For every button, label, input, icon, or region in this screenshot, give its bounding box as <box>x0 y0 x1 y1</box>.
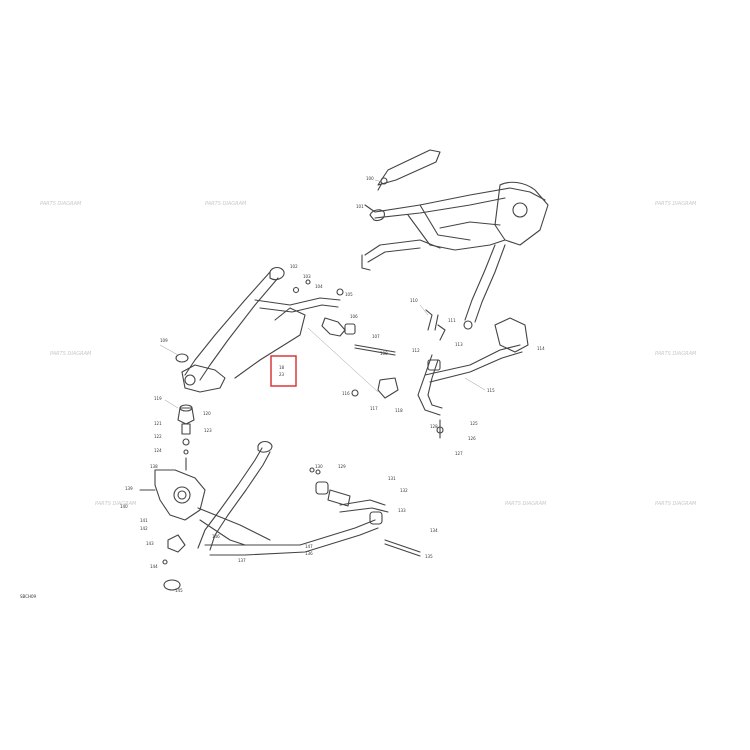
callout-label: 106 <box>350 314 358 319</box>
callout-label: 140 <box>120 504 128 509</box>
ball-joint-part <box>177 404 195 471</box>
callout-label: 116 <box>342 391 350 396</box>
sway-bar-part <box>417 309 529 439</box>
callout-label: 138 <box>150 464 158 469</box>
watermark: PARTS DIAGRAM <box>505 501 547 507</box>
callout-label: 144 <box>150 564 158 569</box>
callout-label: 119 <box>154 396 162 401</box>
callout-label: 115 <box>487 388 495 393</box>
watermark: PARTS DIAGRAM <box>655 201 697 207</box>
watermark: PARTS DIAGRAM <box>40 201 82 207</box>
highlight-box <box>270 355 297 387</box>
highlight-label-1: 18 <box>279 365 285 370</box>
lower-a-arm-part <box>197 440 421 557</box>
callout-label: 111 <box>448 318 456 323</box>
highlight-group: 18 23 <box>270 355 297 387</box>
callout-group: 100 101 102 103 104 105 106 107 108 109 … <box>120 176 545 593</box>
callout-label: 128 <box>430 424 438 429</box>
callout-label: 126 <box>468 436 476 441</box>
callout-label: 110 <box>410 298 418 303</box>
upper-a-arm-part <box>175 266 341 393</box>
watermark: PARTS DIAGRAM <box>655 351 697 357</box>
callout-label: 104 <box>315 284 323 289</box>
callout-label: 134 <box>430 528 438 533</box>
callout-label: 121 <box>154 421 162 426</box>
callout-label: 118 <box>395 408 403 413</box>
watermark-group: PARTS DIAGRAM PARTS DIAGRAM PARTS DIAGRA… <box>40 201 697 507</box>
callout-label: 147 <box>305 544 313 549</box>
callout-label: 142 <box>140 526 148 531</box>
callout-label: 145 <box>175 588 183 593</box>
callout-label: 123 <box>204 428 212 433</box>
callout-label: 125 <box>470 421 478 426</box>
callout-label: 136 <box>305 551 313 556</box>
callout-label: 132 <box>400 488 408 493</box>
callout-label: 127 <box>455 451 463 456</box>
leader-lines <box>159 179 486 409</box>
callout-label: 103 <box>303 274 311 279</box>
callout-label: 124 <box>154 448 162 453</box>
callout-label: 133 <box>398 508 406 513</box>
callout-label: 101 <box>356 204 364 209</box>
callout-label: 120 <box>203 411 211 416</box>
rear-frame-part <box>361 181 549 330</box>
lower-bushings-part <box>309 467 351 507</box>
callout-label: 117 <box>370 406 378 411</box>
callout-label: 107 <box>372 334 380 339</box>
highlight-label-2: 23 <box>279 372 285 377</box>
callout-label: 135 <box>425 554 433 559</box>
callout-label: 108 <box>380 351 388 356</box>
callout-label: 129 <box>338 464 346 469</box>
watermark: PARTS DIAGRAM <box>205 201 247 207</box>
callout-label: 143 <box>146 541 154 546</box>
callout-label: 130 <box>315 464 323 469</box>
callout-label: 131 <box>388 476 396 481</box>
knuckle-part <box>139 469 206 591</box>
watermark: PARTS DIAGRAM <box>50 351 92 357</box>
watermark: PARTS DIAGRAM <box>95 501 137 507</box>
callout-label: 102 <box>290 264 298 269</box>
callout-label: 109 <box>160 338 168 343</box>
callout-label: 122 <box>154 434 162 439</box>
upper-link-part <box>377 149 441 191</box>
drawing-reference: SBCH09 <box>20 594 37 599</box>
callout-label: 112 <box>412 348 420 353</box>
callout-label: 100 <box>366 176 374 181</box>
callout-label: 114 <box>537 346 545 351</box>
callout-label: 146 <box>212 534 220 539</box>
callout-label: 141 <box>140 518 148 523</box>
callout-label: 137 <box>238 558 246 563</box>
callout-label: 139 <box>125 486 133 491</box>
upper-hardware-part <box>292 279 399 399</box>
watermark: PARTS DIAGRAM <box>655 501 697 507</box>
callout-label: 113 <box>455 342 463 347</box>
callout-label: 105 <box>345 292 353 297</box>
